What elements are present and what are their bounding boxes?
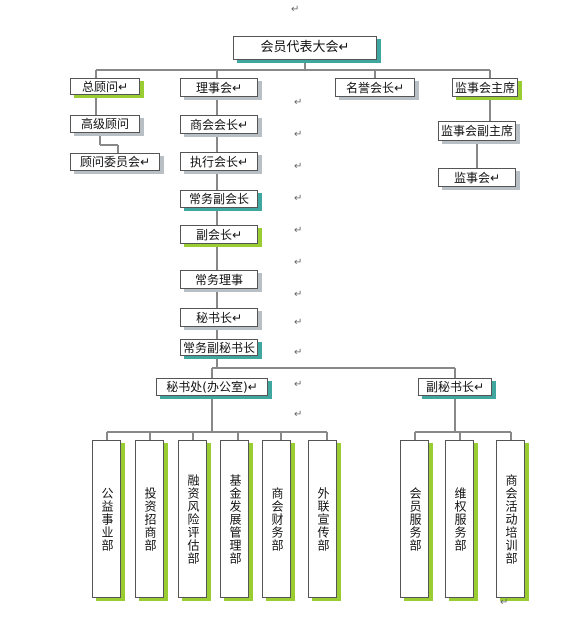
return-mark: ↵ bbox=[294, 257, 303, 268]
return-mark: ↵ bbox=[500, 597, 509, 608]
dept-external-publicity: 外联宣传部 bbox=[308, 440, 337, 598]
secretary-general-box: 秘书长↵ bbox=[180, 308, 258, 327]
return-mark: ↵ bbox=[231, 227, 243, 242]
chamber-president-label: 商会会长 bbox=[189, 117, 238, 132]
return-mark: ↵ bbox=[237, 117, 249, 132]
dept-financing-risk: 融资风险评估部 bbox=[178, 440, 207, 598]
secretariat-box: 秘书处(办公室)↵ bbox=[156, 378, 268, 396]
executive-president-box: 执行会长↵ bbox=[180, 152, 258, 171]
secretariat-label: 秘书处(办公室) bbox=[166, 380, 248, 394]
return-mark: ↵ bbox=[294, 225, 303, 236]
executive-president-label: 执行会长 bbox=[189, 154, 238, 169]
dept-public-welfare-label: 公益事业部 bbox=[100, 486, 114, 552]
supervisory-chair-label: 监事会主席 bbox=[454, 80, 515, 95]
return-mark: ↵ bbox=[247, 380, 258, 394]
dept-fund-development: 基金发展管理部 bbox=[220, 440, 249, 598]
chamber-president-box: 商会会长↵ bbox=[180, 115, 258, 134]
return-mark: ↵ bbox=[291, 4, 300, 15]
supervisory-vice-chair-label: 监事会副主席 bbox=[440, 124, 513, 138]
standing-director-box: 常务理事 bbox=[180, 270, 258, 289]
dept-financing-risk-label: 融资风险评估部 bbox=[186, 473, 200, 565]
council-box: 理事会↵ bbox=[180, 78, 258, 97]
return-mark: ↵ bbox=[294, 161, 303, 172]
advisory-committee-box: 顾问委员会↵ bbox=[70, 153, 160, 171]
standing-vice-president-label: 常务副会长 bbox=[188, 192, 249, 206]
honorary-president-label: 名誉会长 bbox=[345, 80, 394, 95]
return-mark: ↵ bbox=[231, 80, 243, 95]
secretary-general-label: 秘书长 bbox=[195, 310, 232, 325]
standing-director-label: 常务理事 bbox=[194, 272, 243, 287]
return-mark: ↵ bbox=[338, 40, 350, 55]
council-label: 理事会 bbox=[195, 80, 232, 95]
supervisory-chair-box: 监事会主席 bbox=[452, 78, 518, 97]
dept-rights-protection-label: 维权服务部 bbox=[453, 486, 467, 552]
senior-advisor-label: 高级顾问 bbox=[80, 117, 129, 131]
return-mark: ↵ bbox=[473, 380, 485, 394]
general-assembly-label: 会员代表大会 bbox=[260, 40, 339, 55]
return-mark: ↵ bbox=[231, 310, 243, 325]
senior-advisor-box: 高级顾问 bbox=[70, 115, 140, 133]
advisory-committee-label: 顾问委员会 bbox=[79, 155, 140, 169]
return-mark: ↵ bbox=[139, 155, 151, 169]
return-mark: ↵ bbox=[393, 80, 405, 95]
chief-advisor-box: 总顾问↵ bbox=[70, 78, 140, 95]
standing-deputy-secretary-general-box: 常务副秘书长 bbox=[180, 339, 258, 356]
return-mark: ↵ bbox=[294, 129, 303, 140]
dept-investment: 投资招商部 bbox=[135, 440, 164, 598]
chief-advisor-label: 总顾问 bbox=[81, 79, 118, 94]
dept-chamber-finance: 商会财务部 bbox=[262, 440, 291, 598]
deputy-secretary-general-label: 副秘书长 bbox=[425, 380, 474, 394]
dept-investment-label: 投资招商部 bbox=[143, 486, 157, 552]
dept-activities-training-label: 商会活动培训部 bbox=[504, 473, 518, 565]
return-mark: ↵ bbox=[237, 154, 249, 169]
dept-external-publicity-label: 外联宣传部 bbox=[316, 486, 330, 552]
return-mark: ↵ bbox=[294, 317, 303, 328]
return-mark: ↵ bbox=[294, 347, 303, 358]
return-mark: ↵ bbox=[117, 79, 129, 94]
dept-activities-training: 商会活动培训部 bbox=[496, 440, 525, 598]
dept-fund-development-label: 基金发展管理部 bbox=[228, 473, 242, 565]
dept-member-services-label: 会员服务部 bbox=[408, 486, 422, 552]
vice-president-box: 副会长↵ bbox=[180, 225, 258, 244]
deputy-secretary-general-box: 副秘书长↵ bbox=[418, 378, 492, 396]
dept-rights-protection: 维权服务部 bbox=[445, 440, 474, 598]
vice-president-label: 副会长 bbox=[195, 227, 232, 242]
dept-chamber-finance-label: 商会财务部 bbox=[270, 486, 284, 552]
honorary-president-box: 名誉会长↵ bbox=[335, 78, 415, 97]
return-mark: ↵ bbox=[294, 193, 303, 204]
dept-public-welfare: 公益事业部 bbox=[92, 440, 121, 598]
return-mark: ↵ bbox=[489, 170, 501, 185]
return-mark: ↵ bbox=[294, 97, 303, 108]
supervisory-board-label: 监事会 bbox=[453, 170, 490, 185]
supervisory-board-box: 监事会↵ bbox=[438, 168, 516, 187]
standing-vice-president-box: 常务副会长 bbox=[180, 190, 258, 208]
return-mark: ↵ bbox=[294, 409, 303, 420]
standing-deputy-secretary-general-label: 常务副秘书长 bbox=[182, 340, 255, 355]
return-mark: ↵ bbox=[294, 379, 303, 390]
supervisory-vice-chair-box: 监事会副主席 bbox=[438, 121, 516, 141]
general-assembly-box: 会员代表大会↵ bbox=[233, 36, 377, 60]
dept-member-services: 会员服务部 bbox=[400, 440, 429, 598]
return-mark: ↵ bbox=[294, 289, 303, 300]
